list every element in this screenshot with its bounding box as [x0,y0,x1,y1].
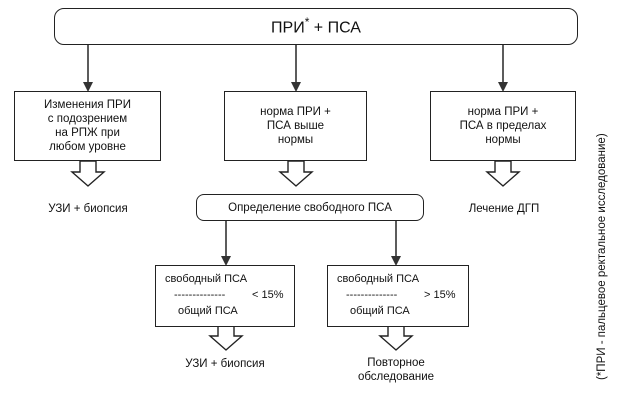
branch-center-text: норма ПРИ + ПСА выше нормы [260,106,331,146]
free-psa-text: Определение свободного ПСА [228,201,392,214]
branch-left-text: Изменения ПРИ с подозрением на РПЖ при л… [44,99,131,153]
ratio-right-denominator: общий ПСА [350,305,410,317]
ratio-left-numerator: свободный ПСА [165,273,248,285]
top-box-pri-psa: ПРИ* + ПСА [54,8,578,45]
ratio-box-left: свободный ПСА -------------- < 15% общий… [155,265,295,327]
branch-box-center: норма ПРИ + ПСА выше нормы [224,91,367,161]
top-box-rest: + ПСА [309,19,361,37]
top-box-main: ПРИ [271,19,305,37]
ratio-left-dashes: -------------- [174,289,226,301]
branch-right-text: норма ПРИ + ПСА в пределах нормы [459,106,547,146]
outcome-right: Лечение ДГП [468,203,540,215]
top-box-title: ПРИ* + ПСА [271,15,361,37]
ratio-right-dashes: -------------- [346,289,398,301]
ratio-right-numerator: свободный ПСА [337,273,420,285]
footnote-vertical: (*ПРИ - пальцевое ректальное исследовани… [596,133,608,380]
ratio-left-denominator: общий ПСА [178,305,238,317]
ratio-right-comparator: > 15% [424,289,456,301]
ratio-left-comparator: < 15% [252,289,284,301]
top-box-asterisk: * [304,15,310,30]
outcome-sub-right: Повторное обследование [357,357,435,383]
branch-box-left: Изменения ПРИ с подозрением на РПЖ при л… [14,91,161,161]
branch-box-right: норма ПРИ + ПСА в пределах нормы [430,91,576,161]
free-psa-box: Определение свободного ПСА [196,194,424,221]
outcome-sub-left: УЗИ + биопсия [185,358,265,370]
ratio-box-right: свободный ПСА -------------- > 15% общий… [327,265,469,327]
outcome-left: УЗИ + биопсия [48,203,128,215]
